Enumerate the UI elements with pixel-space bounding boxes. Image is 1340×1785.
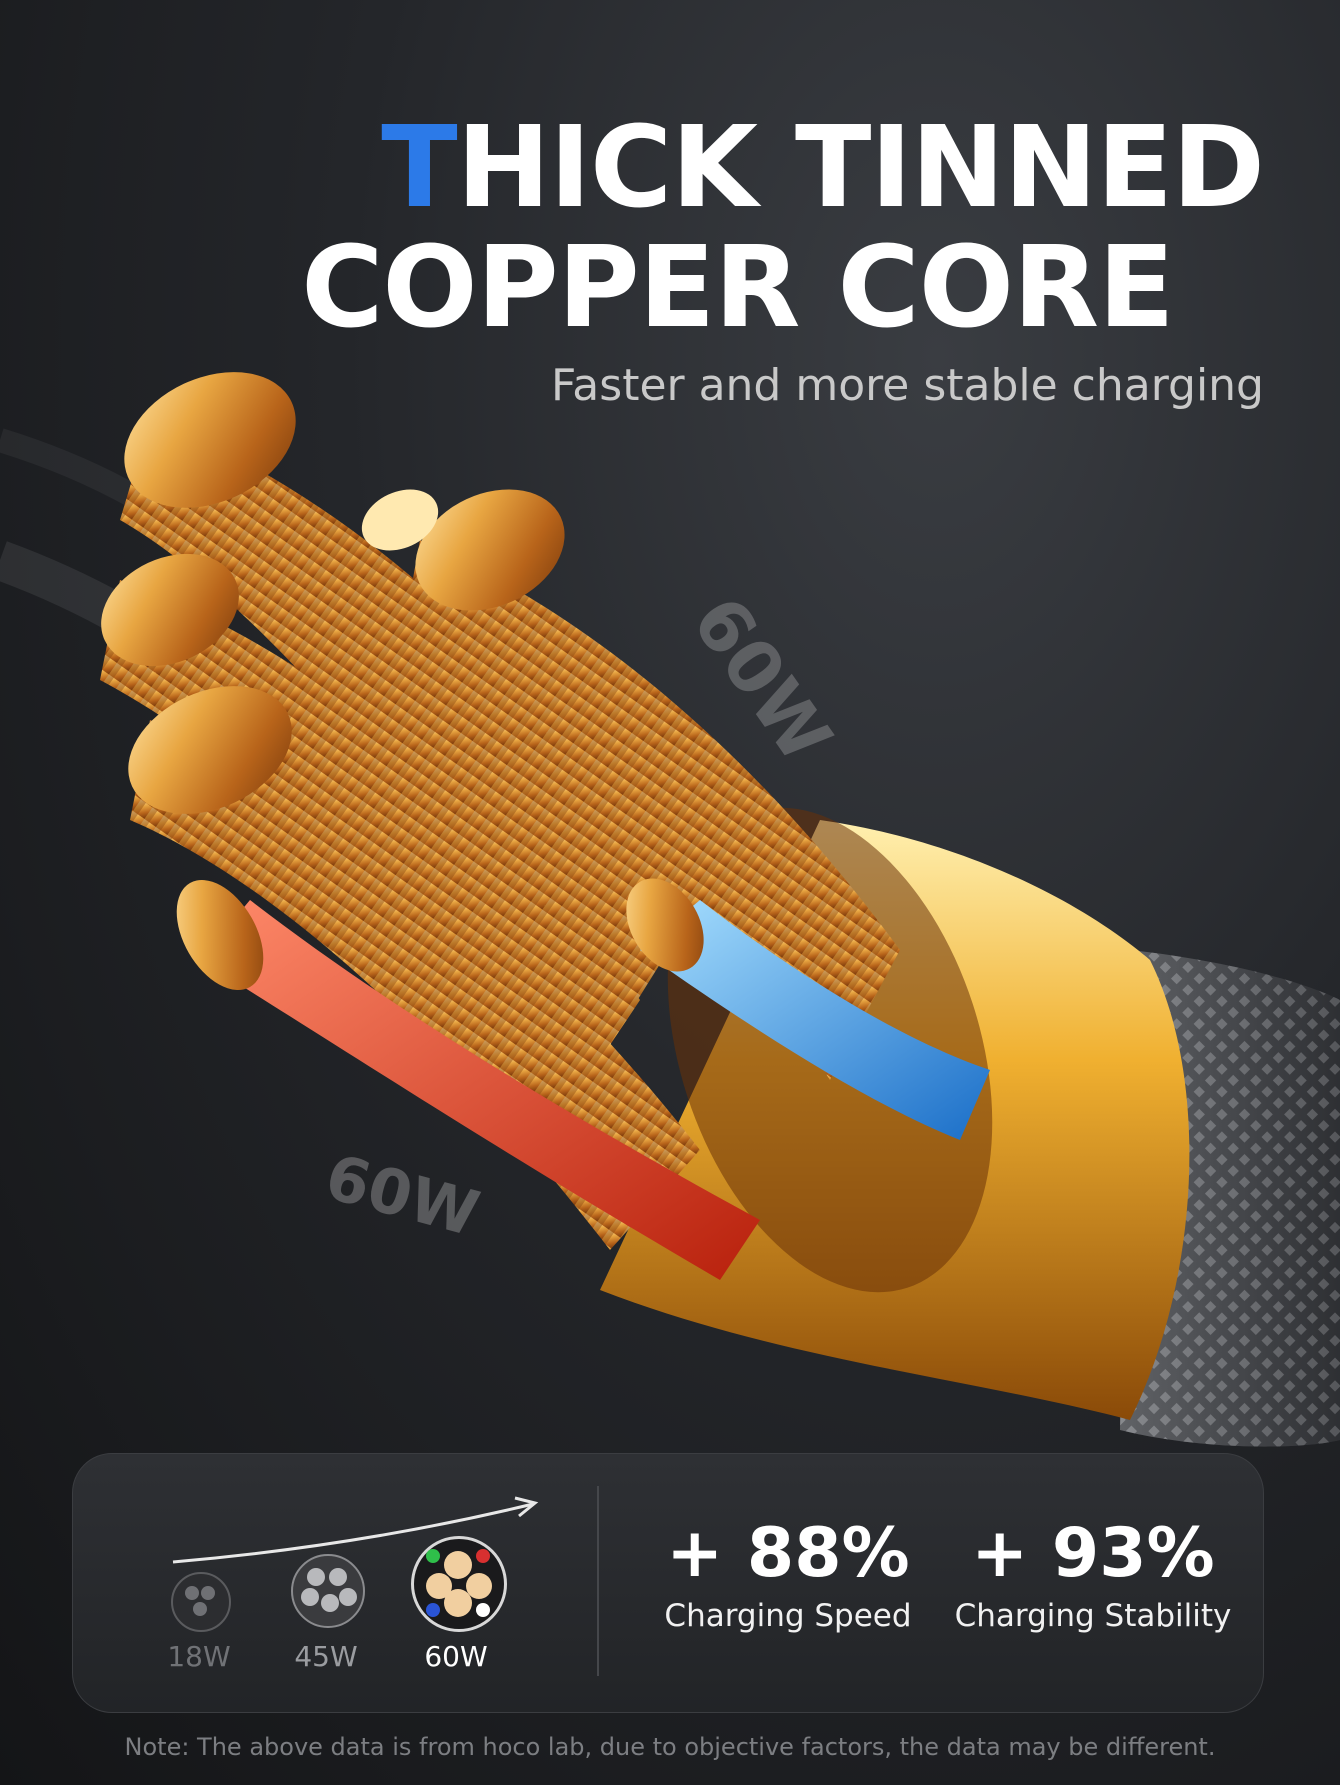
stat-value: + 93% (971, 1514, 1215, 1593)
stat-label: Charging Stability (954, 1598, 1232, 1634)
comparison-panel: 18W 45W 60W + 88% Charging Speed + 93% C… (72, 1453, 1264, 1713)
core-18w-icon (171, 1572, 231, 1632)
growth-arrow-icon (172, 1496, 539, 1564)
stat-label: Charging Speed (664, 1598, 912, 1634)
headline-accent-letter: T (381, 103, 457, 233)
stat-charging-stability: + 93% Charging Stability (933, 1514, 1253, 1638)
headline: THICK TINNED COPPER CORE (301, 108, 1265, 353)
headline-line2: COPPER CORE (301, 223, 1174, 353)
headline-line1: HICK TINNED (456, 103, 1265, 233)
panel-divider (597, 1486, 599, 1676)
strand-end (101, 372, 565, 814)
subheadline: Faster and more stable charging (551, 360, 1264, 411)
watermark-60w: 60W (318, 1140, 486, 1251)
core-18w-label: 18W (167, 1640, 231, 1673)
copper-core-cable-illustration: 60W 60W (100, 372, 1340, 1447)
core-45w-icon (291, 1554, 365, 1628)
core-60w-icon (411, 1536, 507, 1632)
disclaimer-note: Note: The above data is from hoco lab, d… (124, 1733, 1216, 1761)
core-60w-label: 60W (424, 1640, 488, 1673)
stat-charging-speed: + 88% Charging Speed (628, 1514, 948, 1638)
stat-value: + 88% (666, 1514, 910, 1593)
core-45w-label: 45W (294, 1640, 358, 1673)
